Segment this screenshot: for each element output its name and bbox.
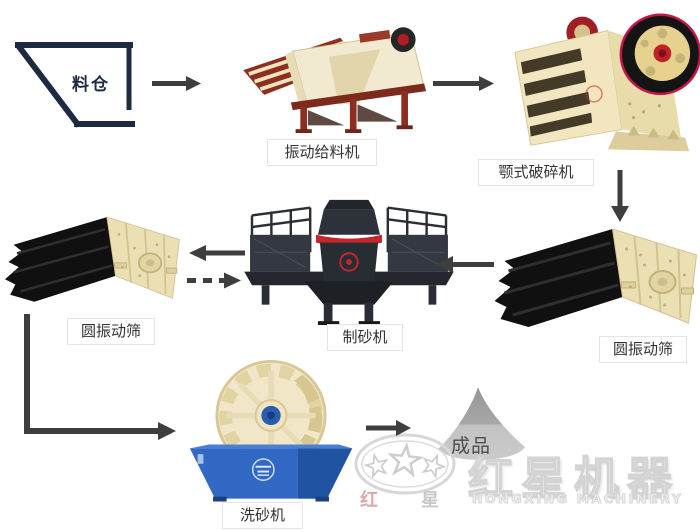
- sand-washer-illustration: [189, 359, 353, 502]
- jaw-crusher-illustration: [514, 13, 700, 152]
- hongxing-logo-watermark-icon: [354, 433, 456, 495]
- screen-left-label: 圆振动筛: [67, 318, 155, 345]
- vibrating-screen-left-illustration: [5, 216, 180, 302]
- feeder-label: 振动给料机: [267, 139, 377, 166]
- arrow-feeder-to-crusher: [433, 76, 494, 91]
- vibrating-feeder-illustration: [243, 27, 427, 133]
- arrow-crusher-to-screen-right: [611, 170, 629, 222]
- arrow-screen-left-to-sand-maker-dashed: [187, 272, 241, 289]
- silo-shape: [14, 42, 135, 128]
- sand-washer-label: 洗砂机: [222, 502, 303, 529]
- silo-label: 料仓: [72, 75, 110, 95]
- sand-maker-label: 制砂机: [327, 324, 403, 351]
- product-label: 成品: [451, 435, 492, 457]
- watermark-char-hong: 红: [360, 490, 378, 511]
- arrow-screen-right-to-sand-maker: [436, 256, 494, 273]
- watermark-char-xing: 星: [421, 490, 439, 511]
- arrow-screen-left-to-washer-elbow: [24, 314, 176, 440]
- vibrating-screen-right-illustration: [494, 228, 698, 327]
- watermark-brand-cn: 红星机器: [467, 451, 681, 506]
- arrow-sand-maker-to-screen-left: [189, 245, 245, 261]
- arrow-washer-to-product: [366, 420, 411, 436]
- finished-product-pile: [438, 387, 525, 460]
- sand-maker-illustration: [244, 199, 454, 326]
- screen-right-label: 圆振动筛: [599, 336, 687, 363]
- arrow-silo-to-feeder: [152, 76, 201, 91]
- jaw-crusher-label: 颚式破碎机: [478, 159, 594, 186]
- watermark-brand-en: HONGXING MACHINERY: [471, 491, 684, 507]
